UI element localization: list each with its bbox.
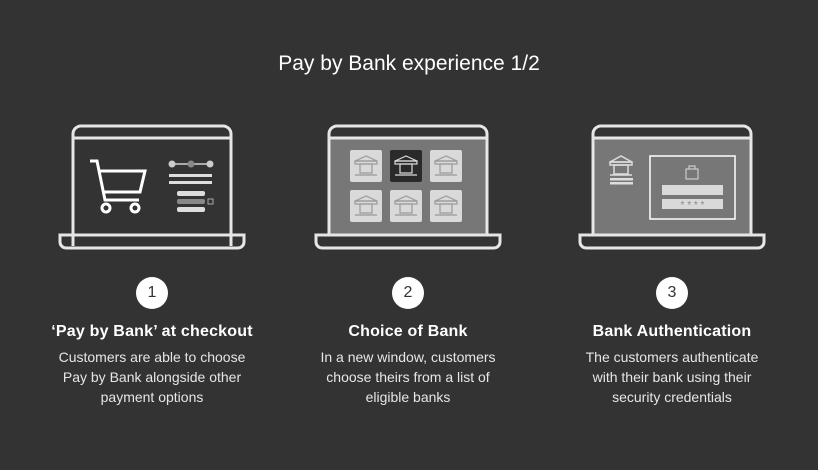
bank-icon (394, 195, 418, 216)
desc-line: Pay by Bank alongside other (62, 369, 242, 385)
step-description: Customers are able to choose Pay by Bank… (22, 347, 282, 407)
bank-icon (609, 155, 633, 176)
step-description: The customers authenticate with their ba… (542, 347, 802, 407)
step-number: 3 (656, 277, 688, 309)
bank-tile[interactable] (350, 150, 382, 182)
bank-tile-selected[interactable] (390, 150, 422, 182)
step-2: 2 Choice of Bank In a new window, custom… (278, 120, 538, 407)
page-title: Pay by Bank experience 1/2 (278, 52, 540, 75)
step-1: 1 ‘Pay by Bank’ at checkout Customers ar… (22, 120, 282, 407)
password-mask: * * * * (681, 200, 705, 211)
bank-icon (354, 155, 378, 176)
step-3: * * * * 3 Bank Authentication The custom… (542, 120, 802, 407)
desc-line: eligible banks (365, 389, 451, 405)
desc-line: choose theirs from a list of (326, 369, 490, 385)
step-number: 2 (392, 277, 424, 309)
bank-tile[interactable] (430, 190, 462, 222)
step-description: In a new window, customers choose theirs… (278, 347, 538, 407)
bank-icon (394, 155, 418, 176)
desc-line: security credentials (612, 389, 732, 405)
desc-line: The customers authenticate (585, 349, 759, 365)
step-title: Choice of Bank (348, 323, 468, 340)
bank-tile[interactable] (430, 150, 462, 182)
desc-line: In a new window, customers (320, 349, 496, 365)
bank-tile[interactable] (350, 190, 382, 222)
desc-line: payment options (100, 389, 204, 405)
lock-icon (685, 165, 699, 180)
bank-icon (354, 195, 378, 216)
bank-tile[interactable] (390, 190, 422, 222)
laptop-bank-login-icon: * * * * (578, 124, 766, 250)
shopping-cart-icon (90, 159, 147, 214)
bank-icon (434, 155, 458, 176)
desc-line: Customers are able to choose (58, 349, 246, 365)
bank-icon (434, 195, 458, 216)
step-title: Bank Authentication (592, 323, 752, 340)
laptop-cart-icon (58, 124, 246, 250)
desc-line: with their bank using their (592, 369, 752, 385)
step-number: 1 (136, 277, 168, 309)
laptop-bank-grid-icon (314, 124, 502, 250)
step-title: ‘Pay by Bank’ at checkout (51, 323, 253, 340)
